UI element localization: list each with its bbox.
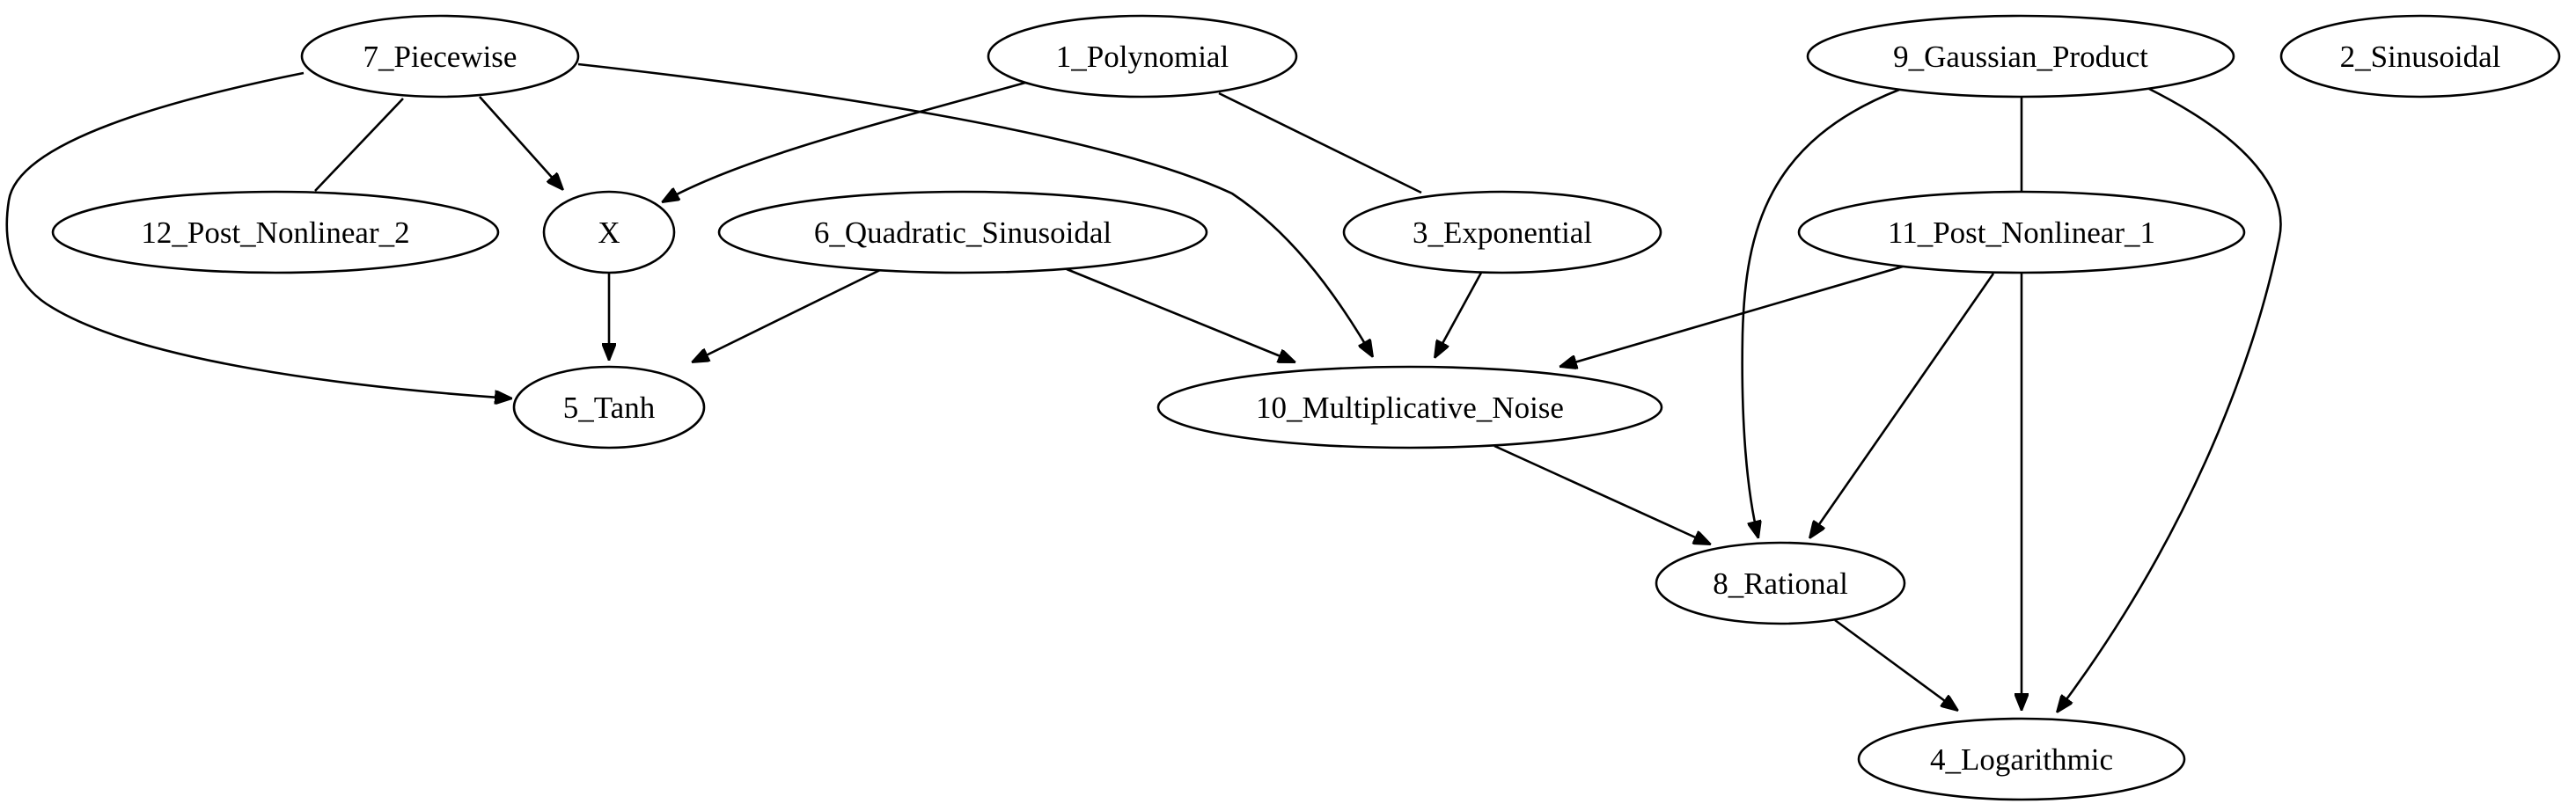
node-ellipse <box>1806 14 2235 99</box>
node-label: 5_Tanh <box>563 391 656 425</box>
edge-piecewise-to-post_nonlinear_2 <box>314 98 404 192</box>
node-ellipse <box>1156 365 1663 449</box>
node-ellipse <box>1857 717 2186 801</box>
node-post-nonlinear-1: 11_Post_Nonlinear_1 <box>1797 190 2246 274</box>
node-ellipse <box>300 14 580 99</box>
node-label: 2_Sinusoidal <box>2340 40 2501 74</box>
node-ellipse <box>2279 14 2561 99</box>
node-piecewise: 7_Piecewise <box>300 14 580 99</box>
edge-polynomial-to-exponential <box>1218 91 1422 194</box>
node-label: 8_Rational <box>1713 566 1848 601</box>
node-logarithmic: 4_Logarithmic <box>1857 717 2186 801</box>
edge-post_nonlinear_1-to-rational <box>1809 273 1995 538</box>
node-label: 3_Exponential <box>1413 216 1592 250</box>
node-polynomial: 1_Polynomial <box>987 14 1298 99</box>
node-label: 1_Polynomial <box>1056 40 1229 74</box>
node-tanh: 5_Tanh <box>512 365 706 449</box>
node-gaussian-product: 9_Gaussian_Product <box>1806 14 2235 99</box>
edge-rational-to-logarithmic <box>1834 618 1958 711</box>
node-ellipse <box>1342 190 1662 274</box>
node-label: 12_Post_Nonlinear_2 <box>141 216 409 250</box>
node-label: 7_Piecewise <box>363 40 517 74</box>
edge-polynomial-to-x <box>662 81 1026 202</box>
node-exponential: 3_Exponential <box>1342 190 1662 274</box>
node-rational: 8_Rational <box>1655 541 1906 625</box>
node-post-nonlinear-2: 12_Post_Nonlinear_2 <box>51 190 500 274</box>
node-label: 4_Logarithmic <box>1930 742 2113 777</box>
edge-piecewise-to-tanh <box>5 71 512 398</box>
edge-quadratic_sinusoidal-to-multiplicative_noise <box>1066 267 1295 364</box>
node-label: 6_Quadratic_Sinusoidal <box>814 216 1112 250</box>
edge-post_nonlinear_1-to-multiplicative_noise <box>1560 265 1904 367</box>
node-ellipse <box>512 365 706 449</box>
edge-piecewise-to-x <box>479 96 563 190</box>
node-ellipse <box>987 14 1298 99</box>
node-label: X <box>598 216 620 250</box>
node-label: 9_Gaussian_Product <box>1893 40 2148 74</box>
node-multiplicative-noise: 10_Multiplicative_Noise <box>1156 365 1663 449</box>
node-sinusoidal: 2_Sinusoidal <box>2279 14 2561 99</box>
node-quadratic-sinusoidal: 6_Quadratic_Sinusoidal <box>717 190 1208 274</box>
node-ellipse <box>1655 541 1906 625</box>
nodes-layer: 7_Piecewise 1_Polynomial 9_Gaussian_Produc… <box>51 14 2561 801</box>
edge-quadratic_sinusoidal-to-tanh <box>692 268 881 362</box>
node-ellipse <box>51 190 500 274</box>
edge-gaussian_product-to-logarithmic <box>2057 86 2282 712</box>
node-x: X <box>542 190 676 274</box>
edge-multiplicative_noise-to-rational <box>1493 444 1711 546</box>
node-ellipse <box>1797 190 2246 274</box>
node-label: 10_Multiplicative_Noise <box>1256 391 1564 425</box>
node-ellipse <box>717 190 1208 274</box>
edge-piecewise-to-multiplicative_noise <box>577 62 1373 357</box>
edge-gaussian_product-to-rational <box>1741 88 1900 538</box>
edge-exponential-to-multiplicative_noise <box>1435 272 1483 358</box>
edges-layer <box>5 62 2282 712</box>
node-ellipse <box>542 190 676 274</box>
node-label: 11_Post_Nonlinear_1 <box>1888 216 2155 250</box>
